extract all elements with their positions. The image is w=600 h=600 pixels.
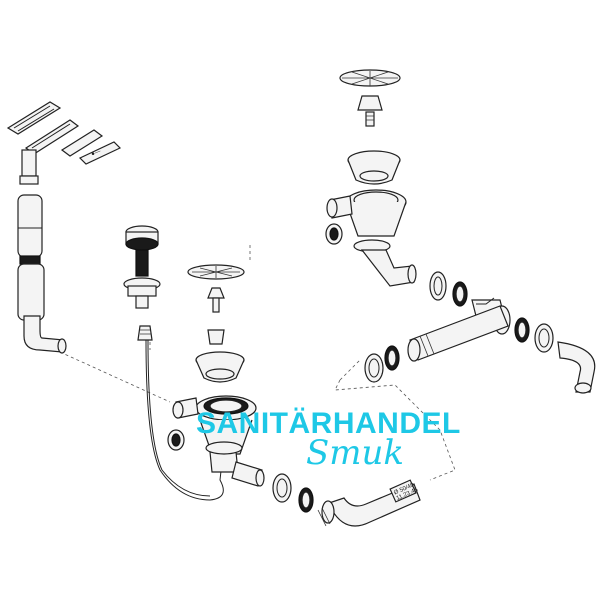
watermark: SANITÄRHANDEL Smuk (196, 407, 461, 473)
watermark-line2: Smuk (306, 433, 404, 473)
watermark-line1: SANITÄRHANDEL (196, 407, 461, 440)
overflow-hose (17, 194, 67, 354)
svg-text:●—: ●— (91, 149, 102, 158)
lower-drain-pipe: Ø 50/40 11.23.45 (272, 473, 421, 527)
right-strainer-set (325, 69, 417, 287)
connection-lines (59, 245, 456, 481)
horizontal-connecting-pipe (364, 305, 509, 383)
bowden-cable (145, 339, 224, 501)
overflow-cover-assembly: ●— (6, 101, 122, 185)
center-strainer-set (167, 264, 265, 487)
popup-knob-assembly (123, 225, 161, 341)
